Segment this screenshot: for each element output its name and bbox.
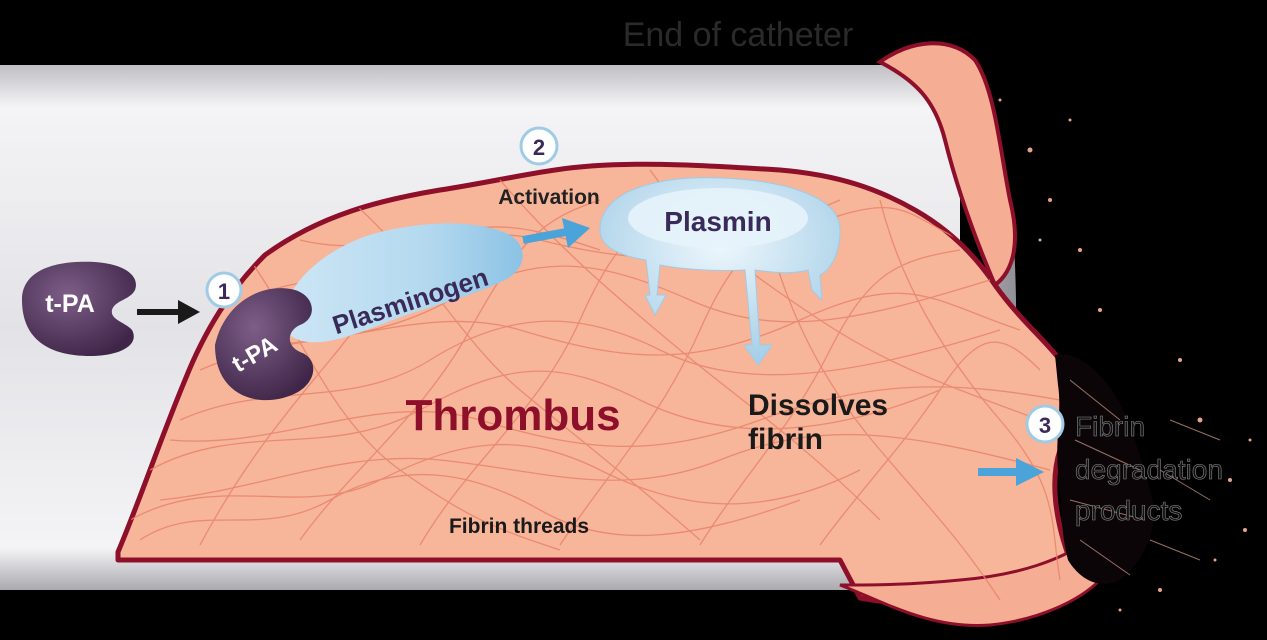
plasmin-label: Plasmin [664, 206, 771, 237]
step-1: 1 [207, 273, 241, 307]
step-2: 2 [521, 128, 557, 164]
degradation-label-line1: Fibrin [1075, 411, 1145, 442]
tpa-free-label: t-PA [45, 290, 95, 318]
degradation-label-line2: degradation [1075, 454, 1223, 485]
degradation-label: Fibrin degradation products [1075, 411, 1223, 526]
step-2-number: 2 [533, 135, 545, 160]
fibrin-threads-label: Fibrin threads [449, 515, 589, 538]
dissolves-label-line1: Dissolves [748, 389, 888, 422]
step-3-number: 3 [1039, 413, 1051, 438]
degradation-label-line3: products [1075, 495, 1182, 526]
thrombus-label: Thrombus [405, 391, 620, 440]
step-3: 3 [1027, 406, 1063, 442]
end-of-catheter-label: End of catheter [623, 16, 854, 54]
step-1-number: 1 [218, 279, 230, 304]
dissolves-label-line2: fibrin [748, 423, 823, 456]
activation-label: Activation [498, 186, 600, 209]
